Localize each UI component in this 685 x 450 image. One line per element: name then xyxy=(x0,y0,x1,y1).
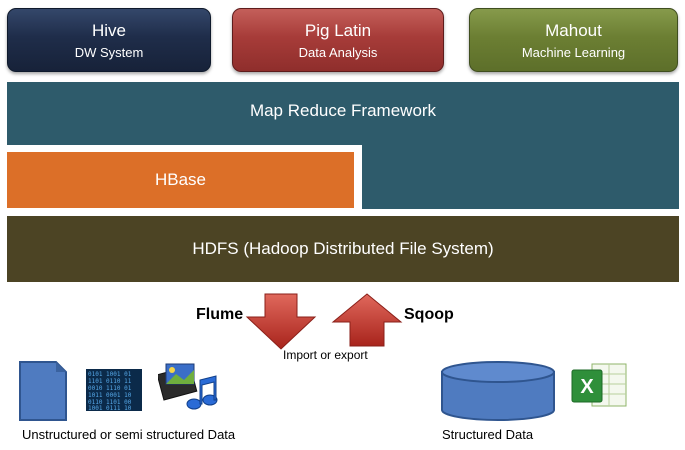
hive-box: Hive DW System xyxy=(7,8,211,72)
svg-text:0101 1001 01: 0101 1001 01 xyxy=(88,371,132,378)
database-icon xyxy=(441,361,555,421)
svg-text:1001 0111 10: 1001 0111 10 xyxy=(88,405,132,411)
excel-icon: X xyxy=(571,363,627,407)
document-icon xyxy=(19,361,67,421)
flume-down-arrow-icon xyxy=(245,293,317,350)
structured-data-caption: Structured Data xyxy=(442,427,534,442)
sqoop-up-arrow-icon xyxy=(331,293,403,347)
svg-text:0110 1101 00: 0110 1101 00 xyxy=(88,399,132,406)
import-export-label: Import or export xyxy=(283,348,368,362)
hdfs-layer: HDFS (Hadoop Distributed File System) xyxy=(7,216,679,282)
mapreduce-label: Map Reduce Framework xyxy=(249,101,437,120)
svg-text:X: X xyxy=(580,376,594,398)
mahout-box: Mahout Machine Learning xyxy=(469,8,678,72)
mahout-subtitle: Machine Learning xyxy=(521,45,626,60)
binary-data-icon: 0101 1001 01 1101 0110 11 0010 1110 01 1… xyxy=(86,369,142,411)
pig-latin-title: Pig Latin xyxy=(304,21,372,40)
sqoop-label: Sqoop xyxy=(404,306,454,323)
svg-text:1101 0110 11: 1101 0110 11 xyxy=(88,378,132,385)
hbase-layer: HBase xyxy=(7,152,354,208)
flume-label: Flume xyxy=(196,306,244,323)
svg-text:0010 1110 01: 0010 1110 01 xyxy=(88,385,132,392)
svg-text:1011 0001 10: 1011 0001 10 xyxy=(88,392,132,399)
hive-title: Hive xyxy=(91,21,126,40)
unstructured-data-caption: Unstructured or semi structured Data xyxy=(22,427,236,442)
pig-latin-subtitle: Data Analysis xyxy=(298,45,378,60)
media-files-icon xyxy=(158,363,218,410)
mahout-title: Mahout xyxy=(545,21,602,40)
pig-latin-box: Pig Latin Data Analysis xyxy=(232,8,444,72)
hive-subtitle: DW System xyxy=(74,45,144,60)
